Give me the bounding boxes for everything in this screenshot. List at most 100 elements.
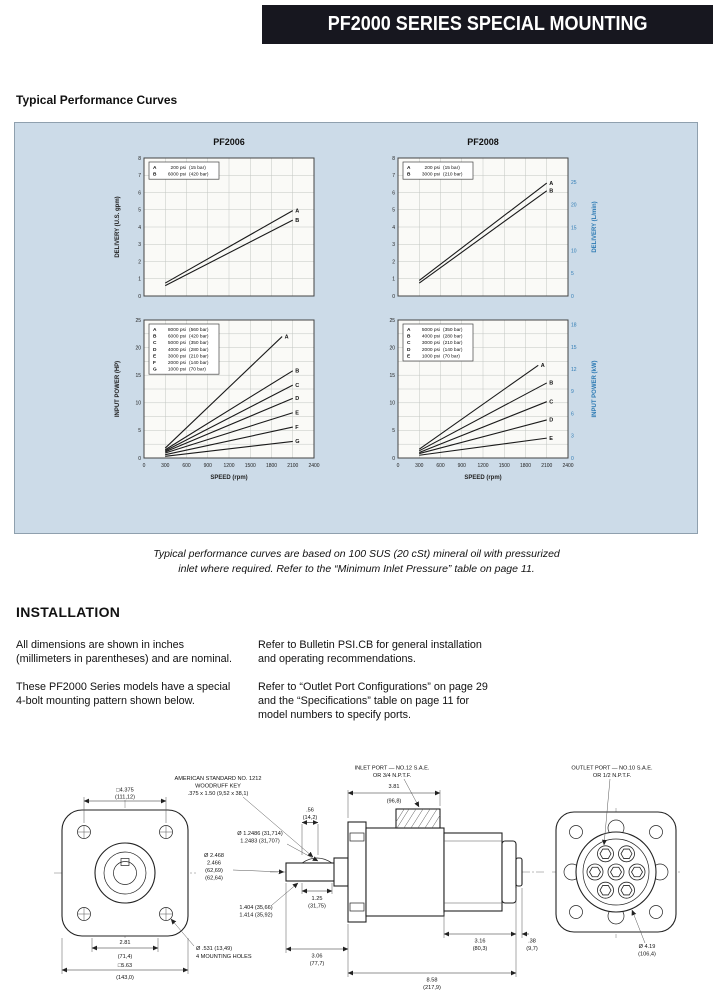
yr-tick-label: 5 bbox=[571, 271, 574, 277]
installation-paragraph: All dimensions are shown in inches (mill… bbox=[16, 639, 233, 666]
flange-slot bbox=[349, 832, 365, 842]
dim-281-mm: (71,4) bbox=[118, 954, 133, 960]
series-label: E bbox=[295, 411, 299, 417]
y-tick-label: 20 bbox=[135, 345, 141, 351]
series-label: A bbox=[549, 181, 553, 187]
dim-858-mm: (217,9) bbox=[423, 985, 441, 991]
caption-line-1: Typical performance curves are based on … bbox=[153, 548, 560, 560]
legend-bar: (210 bar) bbox=[443, 172, 463, 178]
key-dim-1: 1.404 (35,66) bbox=[239, 905, 272, 911]
series-label: B bbox=[295, 218, 299, 224]
legend-key: B bbox=[407, 172, 411, 178]
legend-psi: 3000 psi bbox=[422, 340, 440, 346]
y-tick-label: 2 bbox=[138, 259, 141, 265]
side-view: AMERICAN STANDARD NO. 1212 WOODRUFF KEY … bbox=[175, 766, 545, 991]
legend-box bbox=[148, 161, 220, 180]
dim-381-mm: (96,8) bbox=[387, 799, 402, 805]
dim-316-in: 3.16 bbox=[475, 939, 486, 945]
series-line bbox=[164, 210, 294, 284]
caption-line-2: inlet where required. Refer to the “Mini… bbox=[178, 563, 535, 576]
legend-key: B bbox=[407, 334, 411, 340]
series-line bbox=[164, 219, 294, 287]
series-line bbox=[165, 440, 293, 457]
woodruff-key-note-3: .375 x 1.50 (9,52 x 38,1) bbox=[188, 791, 249, 797]
legend-bar: (140 bar) bbox=[189, 360, 209, 366]
legend-key: E bbox=[153, 353, 157, 359]
outlet-port-note-1: OUTLET PORT — NO.10 S.A.E. bbox=[571, 766, 653, 772]
legend-psi: 6000 psi bbox=[168, 172, 186, 178]
x-tick-label: 900 bbox=[204, 463, 213, 469]
yr-axis-label: INPUT POWER (kW) bbox=[592, 361, 598, 418]
end-stub bbox=[515, 857, 523, 887]
series-line bbox=[165, 426, 293, 456]
x-tick-label: 1200 bbox=[223, 463, 234, 469]
y-tick-label: 25 bbox=[389, 318, 395, 324]
bolt-hole bbox=[649, 905, 663, 919]
y-tick-label: 8 bbox=[392, 156, 395, 162]
legend-psi: 4000 psi bbox=[168, 347, 186, 353]
shaft-circle bbox=[113, 861, 137, 885]
yr-tick-label: 6 bbox=[571, 411, 574, 417]
series-line bbox=[418, 364, 539, 450]
legend-psi: 1000 psi bbox=[168, 367, 186, 373]
rear-dia-mm: (106,4) bbox=[638, 952, 656, 958]
y-tick-label: 6 bbox=[138, 190, 141, 196]
y-tick-label: 0 bbox=[138, 294, 141, 300]
yr-tick-label: 10 bbox=[571, 248, 577, 254]
y-tick-label: 4 bbox=[138, 225, 141, 231]
woodruff-key-note-1: AMERICAN STANDARD NO. 1212 bbox=[175, 776, 262, 782]
dim-125-in: 1.25 bbox=[312, 896, 323, 902]
legend-psi: 5000 psi bbox=[422, 327, 440, 333]
installation-paragraph: These PF2000 Series models have a specia… bbox=[16, 680, 231, 707]
y-tick-label: 5 bbox=[138, 208, 141, 214]
y-tick-label: 0 bbox=[392, 456, 395, 462]
inlet-port-note-2: OR 3/4 N.P.T.F. bbox=[373, 773, 412, 779]
yr-tick-label: 9 bbox=[571, 389, 574, 395]
series-label: C bbox=[549, 399, 553, 405]
x-tick-label: 1200 bbox=[477, 463, 488, 469]
legend-key: A bbox=[153, 327, 157, 333]
series-line bbox=[165, 397, 293, 453]
legend-bar: (420 bar) bbox=[189, 334, 209, 340]
plot-border bbox=[397, 157, 569, 297]
y-tick-label: 3 bbox=[138, 242, 141, 248]
yr-tick-label: 0 bbox=[571, 294, 574, 300]
series-label: B bbox=[549, 381, 553, 387]
end-cap bbox=[501, 840, 517, 904]
plot-border bbox=[143, 157, 315, 297]
legend-box bbox=[402, 161, 474, 180]
x-tick-label: 1800 bbox=[520, 463, 531, 469]
bolt-hole bbox=[569, 905, 583, 919]
series-label: A bbox=[285, 334, 289, 340]
x-tick-label: 300 bbox=[161, 463, 170, 469]
legend-bar: (140 bar) bbox=[443, 347, 463, 353]
legend-key: A bbox=[153, 165, 157, 171]
yr-tick-label: 15 bbox=[571, 225, 577, 231]
dim-125-mm: (31,75) bbox=[308, 904, 326, 910]
chart-title-pf2008: PF2008 bbox=[467, 137, 499, 147]
hex-plug bbox=[607, 863, 625, 881]
series-line bbox=[418, 182, 548, 281]
legend-bar: (420 bar) bbox=[189, 172, 209, 178]
yr-tick-label: 0 bbox=[571, 456, 574, 462]
yr-axis-label: DELIVERY (L/min) bbox=[592, 201, 598, 252]
y-tick-label: 25 bbox=[135, 318, 141, 324]
series-label: D bbox=[549, 418, 553, 424]
y-tick-label: 7 bbox=[138, 173, 141, 179]
header-bar: PF2000 SERIES SPECIAL MOUNTING bbox=[262, 5, 713, 44]
shaft-dia-1: Ø 1.2486 (31,714) bbox=[237, 831, 283, 837]
flange-slot bbox=[349, 902, 365, 912]
y-tick-label: 15 bbox=[389, 373, 395, 379]
yr-tick-label: 20 bbox=[571, 203, 577, 209]
legend-psi: 2000 psi bbox=[168, 360, 186, 366]
y-tick-label: 7 bbox=[392, 173, 395, 179]
legend-psi: 8000 psi bbox=[168, 327, 186, 333]
y-axis-label: INPUT POWER (HP) bbox=[115, 361, 121, 417]
curves-caption: Typical performance curves are based on … bbox=[0, 547, 713, 577]
